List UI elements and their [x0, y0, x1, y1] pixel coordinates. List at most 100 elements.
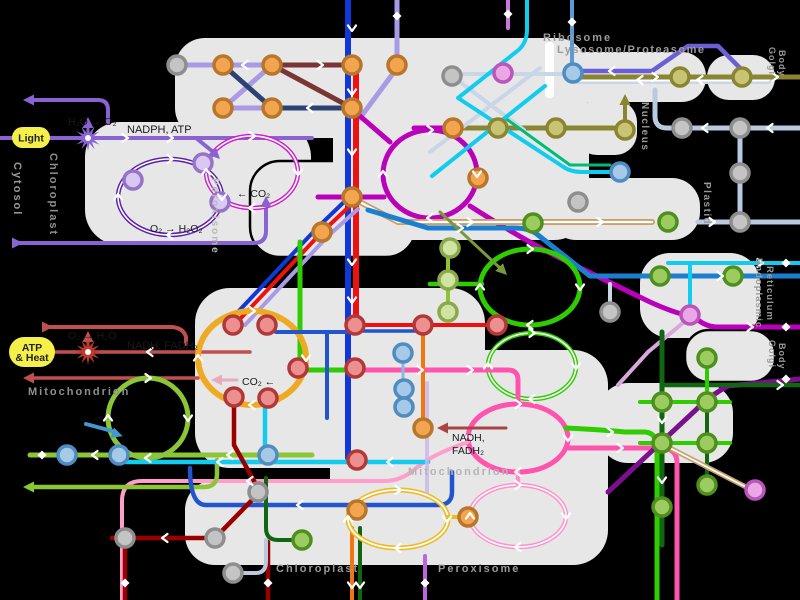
line-darkred-tca-drop: [231, 397, 261, 491]
station-node: [341, 54, 363, 76]
station-node: [247, 481, 269, 503]
line-lavender-merge: [357, 65, 400, 121]
chevron-arrow-icon: [607, 65, 616, 77]
station-node: [256, 314, 278, 336]
chevron-arrow-icon: [700, 122, 709, 134]
chevron-arrow-icon: [526, 243, 535, 255]
chevron-arrow-icon: [756, 257, 765, 269]
station-node: [522, 212, 544, 234]
chevron-arrow-icon: [513, 466, 522, 478]
lysosome-label: Lysosome/Proteasome: [557, 44, 706, 56]
station-node: [223, 386, 245, 408]
chevron-arrow-icon: [651, 71, 660, 83]
station-node: [346, 499, 368, 521]
station-node: [346, 449, 368, 471]
chevron-arrow-icon: [377, 169, 389, 178]
arrowhead-icon: [42, 321, 53, 333]
nadh-mito2-label-2: FADH₂: [452, 445, 484, 457]
line-tca-cycle: [195, 308, 309, 408]
chevron-arrow-icon: [354, 581, 366, 590]
golgi-top-label-1: Golgi: [767, 47, 777, 75]
station-node: [412, 314, 434, 336]
chevron-arrow-icon: [513, 541, 522, 553]
line-core-pink-cycle-2: [469, 484, 567, 548]
line-core-tan-er-diag: [665, 445, 749, 489]
chevron-arrow-icon: [746, 321, 755, 333]
arrowhead-icon: [23, 94, 34, 106]
compartment-ribosome-bar: [545, 42, 554, 98]
station-node: [722, 265, 744, 287]
atp-heat-badge: [9, 337, 55, 367]
chevron-arrow-icon: [102, 413, 114, 422]
chevron-arrow-icon: [527, 393, 536, 405]
chevron-arrow-icon: [416, 364, 425, 376]
nadph-atp-label: NADPH, ATP: [127, 124, 192, 136]
chevron-arrow-icon: [474, 282, 486, 291]
line-purple-export-top: [28, 98, 110, 124]
line-pink-main: [352, 367, 521, 407]
station-node: [261, 54, 283, 76]
station-node: [122, 169, 144, 191]
station-node: [696, 474, 718, 496]
cytosol-label: Cytosol: [11, 162, 23, 216]
chevron-arrow-icon: [342, 514, 354, 523]
line-slate-ribosome-line: [575, 43, 745, 74]
station-node: [442, 117, 464, 139]
peroxisome-left-label: Peroxisome: [209, 178, 220, 255]
station-node: [166, 54, 188, 76]
line-teal-pair: [503, 116, 612, 167]
chevron-arrow-icon: [514, 479, 523, 491]
line-plum-diag-2: [616, 350, 650, 387]
chevron-arrow-icon: [121, 132, 130, 144]
arrowhead-icon: [23, 372, 34, 384]
line-maroon-diag: [269, 62, 355, 111]
peroxisome-bottom-label: Peroxisome: [438, 563, 520, 575]
line-core-green-cycle-2: [487, 332, 577, 400]
h2o-o2-label: H₂O → O₂: [68, 116, 116, 128]
co2-tca-label: CO₂ ←: [242, 376, 275, 388]
chevron-arrow-icon: [456, 222, 465, 234]
line-core-tan-plastid-line: [354, 198, 654, 224]
station-node: [492, 62, 514, 84]
line-o2-import-line: [44, 325, 188, 346]
chevron-arrow-icon: [248, 130, 257, 142]
station-node: [729, 211, 751, 233]
station-node: [441, 65, 463, 87]
station-node: [412, 417, 434, 439]
nadh-mito2-label-1: NADH,: [452, 432, 485, 444]
line-olive-arrow-diag: [438, 210, 502, 270]
station-node: [291, 529, 313, 551]
arrowhead-icon: [82, 331, 94, 342]
line-ygreen-row-487: [27, 457, 220, 490]
chevron-arrow-icon: [462, 433, 474, 442]
chevron-arrow-icon: [346, 24, 358, 33]
station-node: [669, 66, 691, 88]
ribosome-label: Ribosome: [543, 32, 612, 44]
chevron-arrow-icon: [466, 216, 475, 228]
chevron-arrow-icon: [656, 416, 668, 425]
arrowhead-icon: [23, 481, 34, 493]
chevron-arrow-icon: [570, 362, 582, 371]
chevron-arrow-icon: [247, 399, 256, 411]
line-steel-cross-1: [450, 74, 526, 132]
station-node: [204, 527, 226, 549]
chevron-arrow-icon: [295, 499, 304, 511]
chevron-arrow-icon: [464, 511, 476, 520]
station-node: [614, 119, 636, 141]
line-co2-import-line: [14, 204, 268, 245]
arrowhead-icon: [110, 427, 123, 438]
nadh-fadh2-label: NADH, FADH₂: [127, 340, 198, 352]
co2-calvin-label: ← CO₂: [237, 188, 270, 200]
chloroplast-left-label: Chloroplast: [47, 153, 59, 236]
line-steel-nucleus-line: [652, 87, 800, 131]
chevron-arrow-icon: [441, 515, 453, 524]
line-plum-diag-1: [646, 320, 686, 354]
light-badge: [12, 127, 50, 148]
arrowhead-icon: [208, 147, 220, 159]
mitochondrion-left-label: Mitochondrion: [28, 386, 130, 398]
line-navy-cross: [220, 62, 275, 111]
station-node: [657, 211, 679, 233]
station-node: [439, 237, 461, 259]
chevron-arrow-icon: [225, 449, 234, 461]
